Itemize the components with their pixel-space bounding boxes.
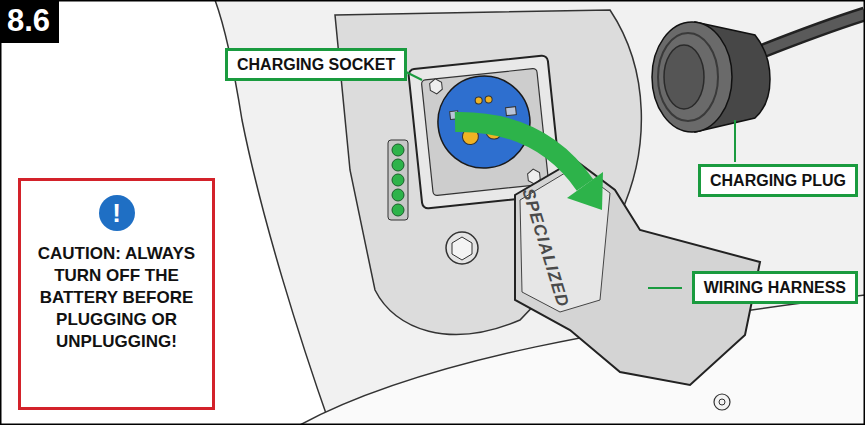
leader-line bbox=[648, 287, 682, 289]
label-text: CHARGING PLUG bbox=[710, 171, 846, 190]
step-number: 8.6 bbox=[0, 0, 59, 43]
warning-icon: ! bbox=[99, 195, 135, 231]
leader-line bbox=[734, 120, 736, 162]
label-text: WIRING HARNESS bbox=[704, 278, 846, 297]
label-text: CAUTION: ALWAYS TURN OFF THE BATTERY BEF… bbox=[29, 243, 204, 353]
frame-surface bbox=[215, 0, 865, 425]
caution-box: CAUTION: ALWAYS TURN OFF THE BATTERY BEF… bbox=[18, 178, 215, 410]
bolt bbox=[446, 232, 478, 264]
brand-logo: SPECIALIZED bbox=[517, 186, 572, 310]
callout-box: CHARGING SOCKET bbox=[225, 48, 407, 81]
charging-plug bbox=[652, 14, 865, 132]
callout-box: CHARGING PLUG bbox=[698, 164, 858, 197]
battery-leds bbox=[388, 140, 408, 220]
bolt bbox=[714, 394, 730, 410]
label-text: 8.6 bbox=[7, 3, 50, 39]
callout-box: WIRING HARNESS bbox=[692, 271, 858, 304]
warning-symbol: ! bbox=[99, 195, 135, 231]
label-text: CHARGING SOCKET bbox=[237, 55, 395, 74]
